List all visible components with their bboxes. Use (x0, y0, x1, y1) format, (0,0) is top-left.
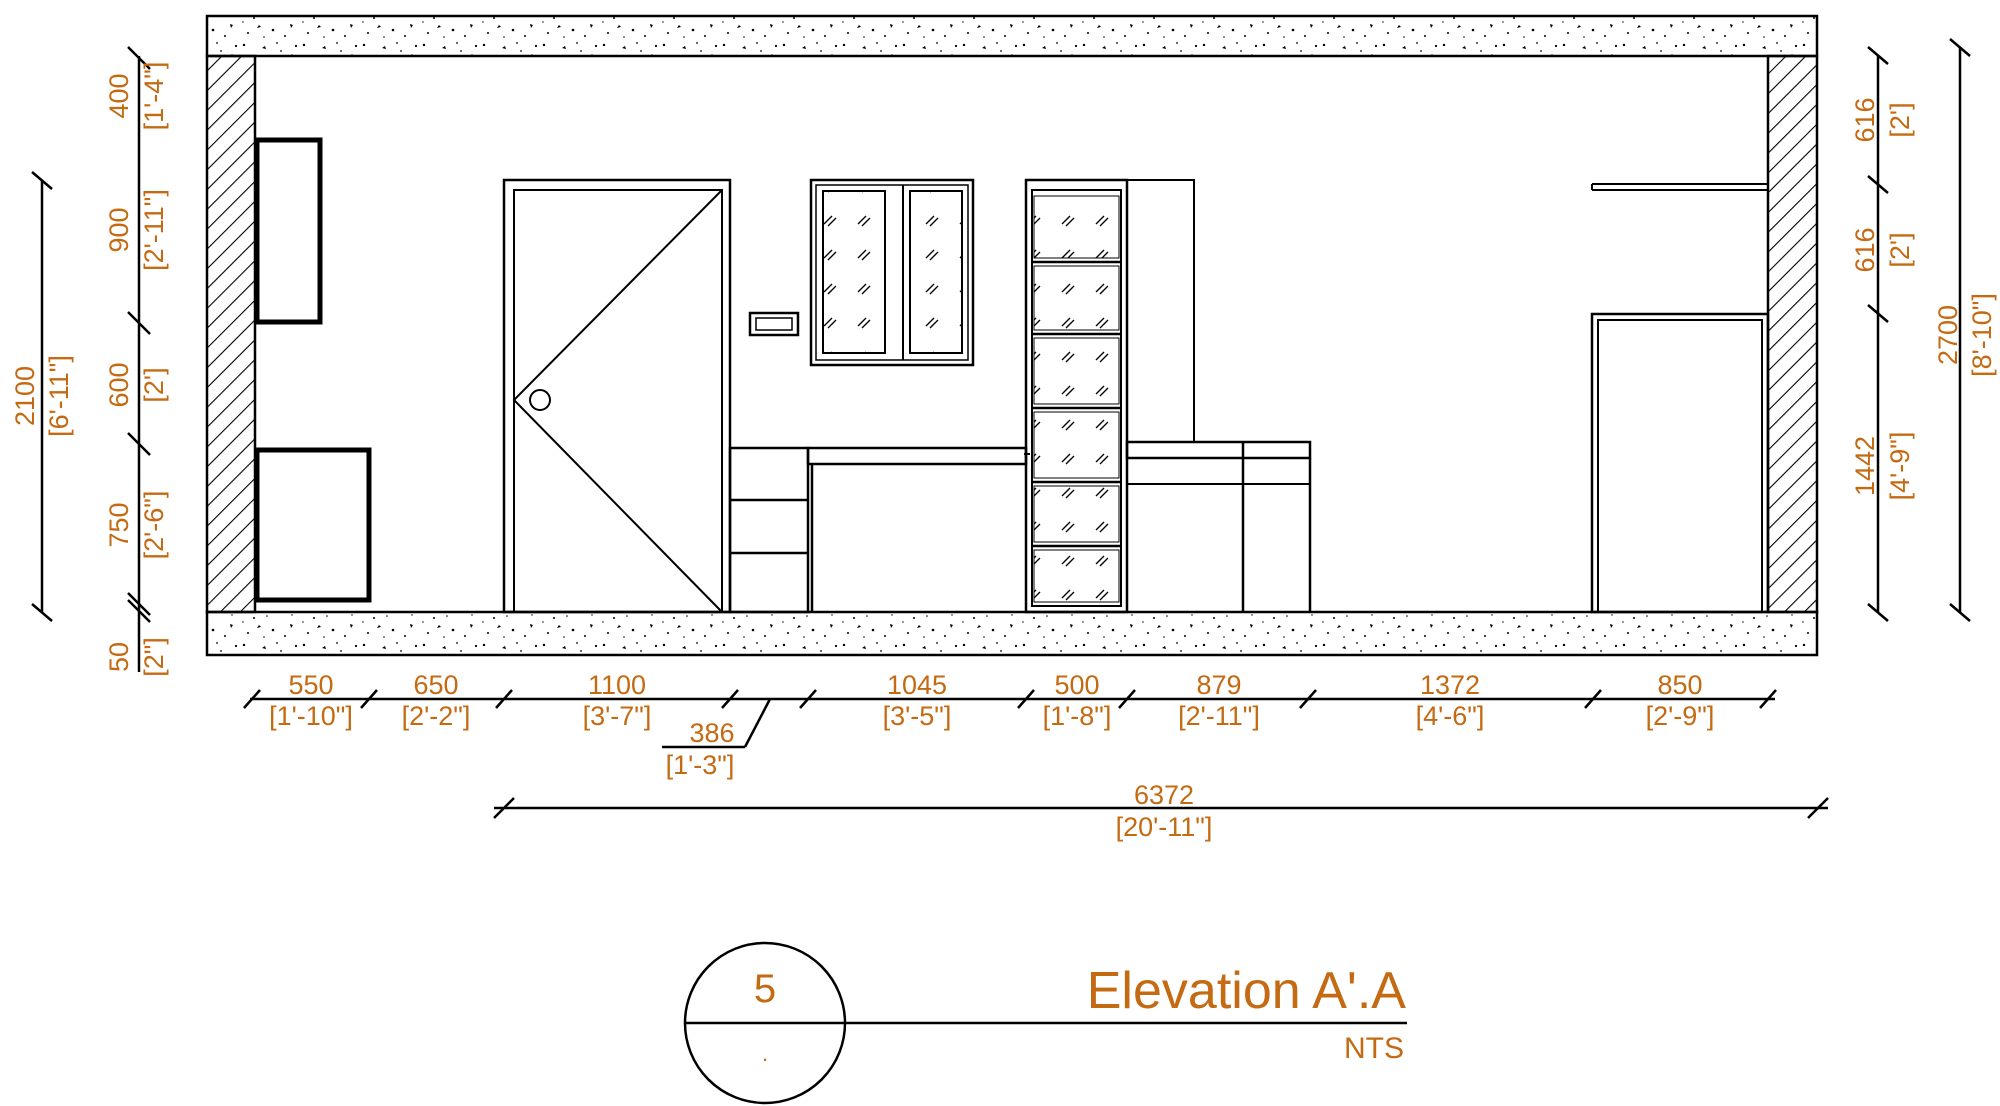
dim-1100-mm: 1100 (588, 670, 646, 700)
dimension-chain-left (31, 46, 151, 672)
dim-500-imp: [1'-8"] (1043, 701, 1112, 731)
dim-left-total-imp: [6'-11"] (44, 355, 74, 437)
dim-850-mm: 850 (1657, 670, 1702, 700)
dim-right-total-mm: 2700 (1933, 305, 1963, 365)
dimension-labels-right: 616 [2'] 616 [2'] 1442 [4'-9"] 2700 [8'-… (1850, 97, 1997, 500)
drawing-title: Elevation A'.A (1087, 962, 1407, 1020)
dim-879-mm: 879 (1196, 670, 1241, 700)
floor-slab (205, 610, 1819, 657)
dim-1100-imp: [3'-7"] (583, 701, 652, 731)
dim-616b-imp: [2'] (1885, 232, 1915, 267)
dim-1442-imp: [4'-9"] (1885, 432, 1915, 501)
dim-1372-imp: [4'-6"] (1416, 701, 1485, 731)
glass-shelf-unit (1024, 178, 1129, 614)
right-wardrobe (1590, 183, 1770, 614)
study-desk (728, 446, 1030, 614)
switch-board (748, 311, 800, 337)
dim-616a-imp: [2'] (1885, 102, 1915, 137)
dim-50-mm: 50 (104, 642, 134, 672)
dim-1045-imp: [3'-5"] (883, 701, 952, 731)
dressing-unit (1125, 179, 1312, 612)
right-wall (1766, 54, 1819, 614)
dim-50-imp: [2"] (139, 637, 169, 677)
window (809, 178, 975, 367)
dim-850-imp: [2'-9"] (1646, 701, 1715, 731)
dim-1045-mm: 1045 (887, 670, 947, 700)
dim-550-imp: [1'-10"] (269, 701, 353, 731)
dim-616a-mm: 616 (1850, 97, 1880, 142)
dim-650-mm: 650 (413, 670, 458, 700)
dim-879-imp: [2'-11"] (1178, 701, 1260, 731)
dim-600-mm: 600 (104, 362, 134, 407)
dim-750-mm: 750 (104, 502, 134, 547)
door (502, 178, 732, 614)
dim-650-imp: [2'-2"] (402, 701, 471, 731)
dim-616b-mm: 616 (1850, 227, 1880, 272)
left-wall (205, 54, 257, 614)
dim-500-mm: 500 (1054, 670, 1099, 700)
dim-386-mm: 386 (689, 718, 734, 748)
dim-left-total-mm: 2100 (10, 366, 40, 426)
dim-total-imp: [20'-11"] (1116, 812, 1213, 842)
dim-right-total-imp: [8'-10"] (1967, 293, 1997, 377)
dimension-chain-bottom (243, 689, 1829, 819)
bubble-number: 5 (754, 967, 776, 1011)
ceiling-slab (205, 14, 1819, 58)
drawing-scale: NTS (1344, 1032, 1404, 1065)
dim-900-mm: 900 (104, 207, 134, 252)
dim-total-mm: 6372 (1134, 780, 1194, 810)
dim-386-imp: [1'-3"] (666, 750, 735, 780)
dim-400-mm: 400 (104, 73, 134, 118)
dim-400-imp: [1'-4"] (139, 62, 169, 131)
upper-wall-cabinet (254, 137, 323, 325)
dimension-labels-left: 400 [1'-4"] 900 [2'-11"] 600 [2'] 750 [2… (10, 62, 169, 677)
dim-600-imp: [2'] (139, 367, 169, 402)
dim-750-imp: [2'-6"] (139, 491, 169, 560)
title-block: 5 . Elevation A'.A NTS (683, 941, 1407, 1105)
dim-900-imp: [2'-11"] (139, 189, 169, 271)
dim-1372-mm: 1372 (1420, 670, 1480, 700)
dimension-labels-bottom: 550 [1'-10"] 650 [2'-2"] 1100 [3'-7"] 10… (269, 670, 1714, 842)
dimension-chain-right (1867, 38, 1971, 622)
bubble-sheet: . (762, 1041, 768, 1066)
base-cabinet (254, 447, 372, 603)
dim-1442-mm: 1442 (1850, 436, 1880, 496)
dim-550-mm: 550 (288, 670, 333, 700)
